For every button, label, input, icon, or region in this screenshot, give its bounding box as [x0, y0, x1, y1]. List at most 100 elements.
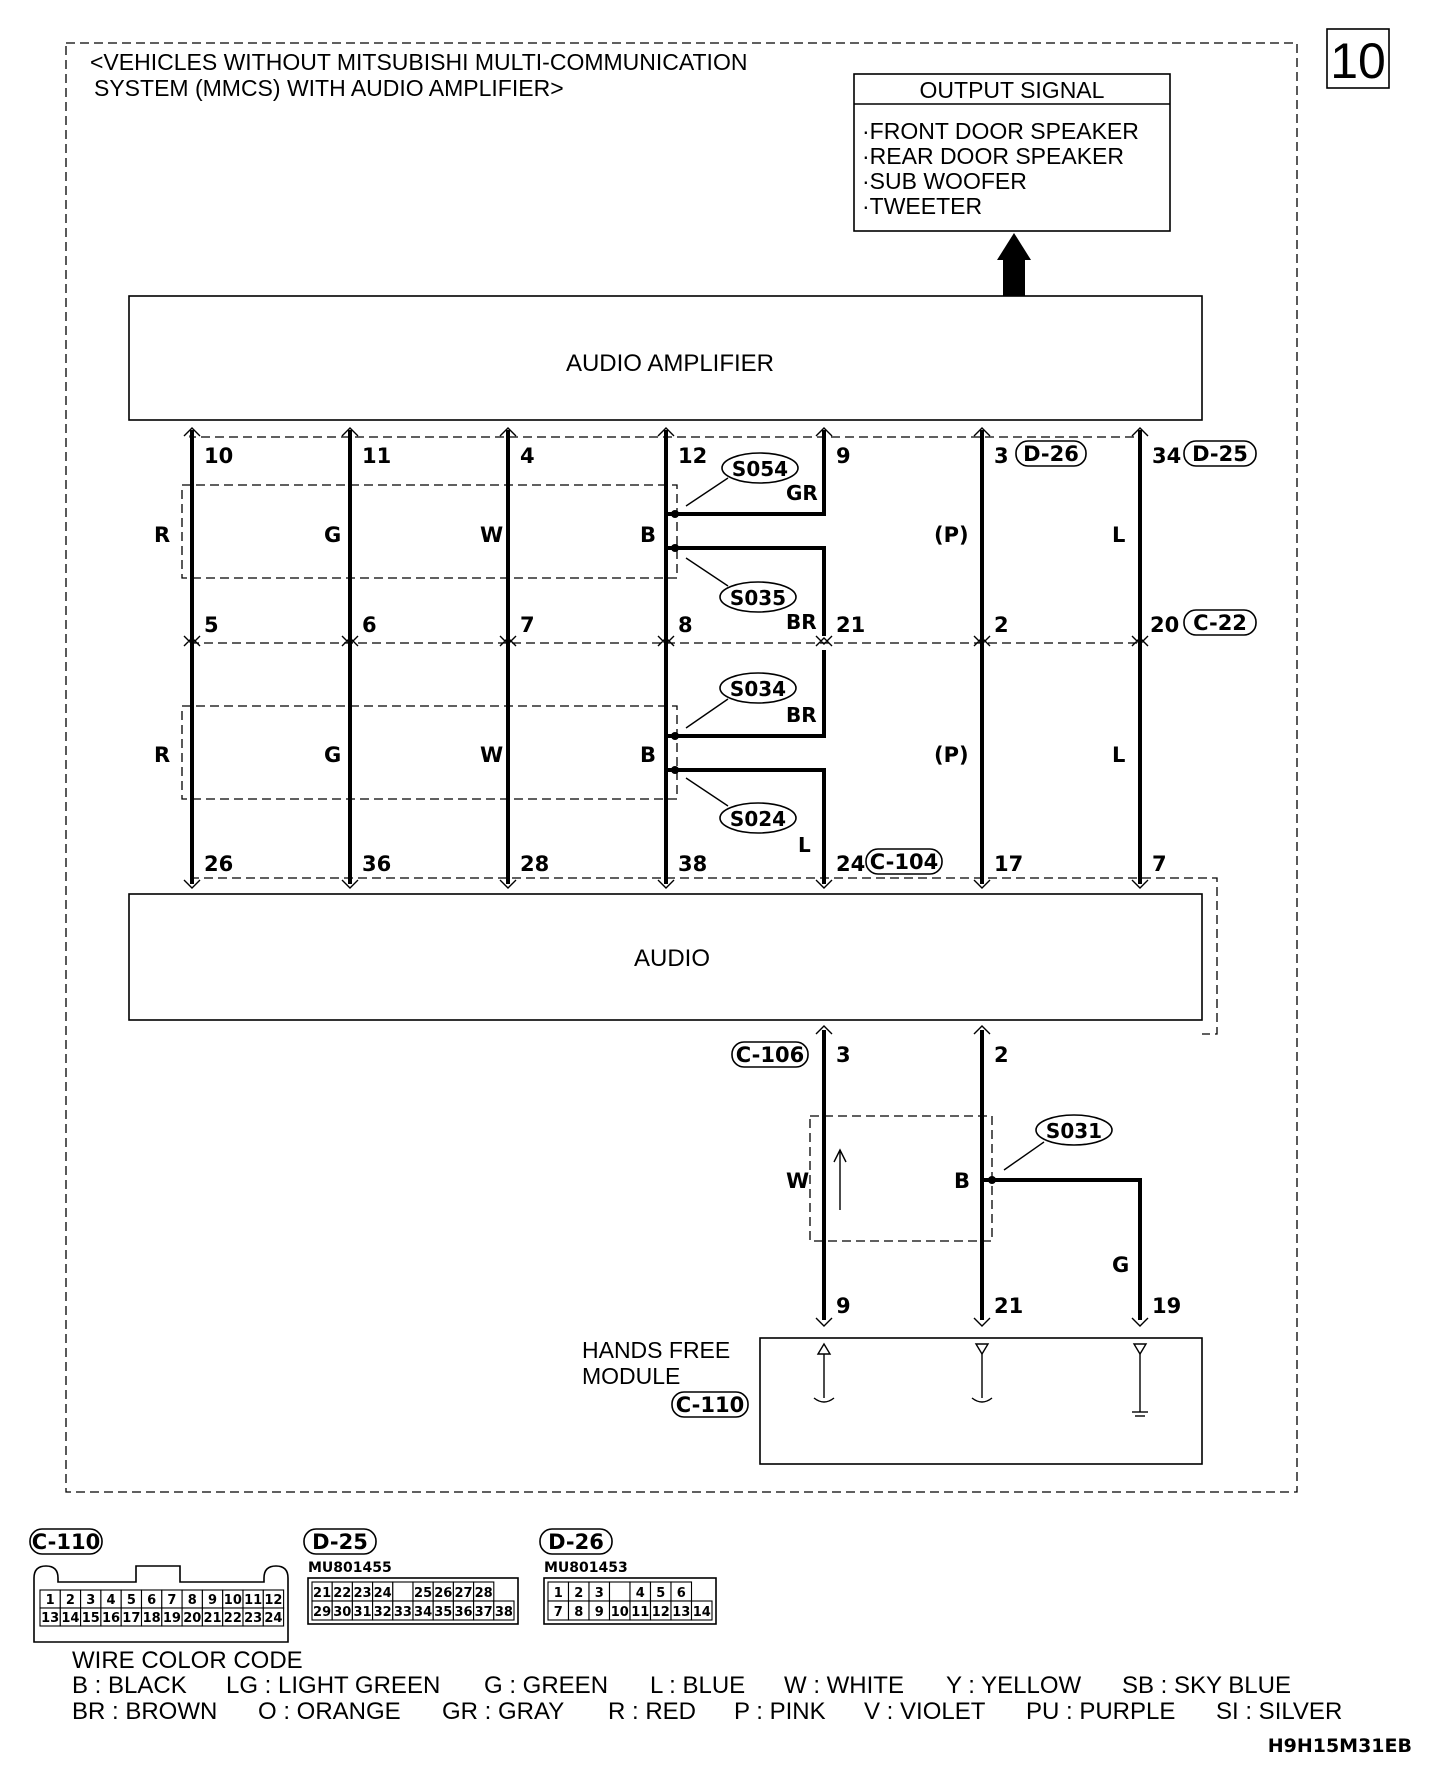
legend-title: WIRE COLOR CODE: [72, 1647, 303, 1674]
svg-text:D-26: D-26: [1023, 442, 1079, 466]
pin-number: 11: [362, 444, 391, 468]
pin-number: 38: [678, 852, 707, 876]
connector-pin-number: 1: [46, 1593, 55, 1608]
legend-entry: L : BLUE: [650, 1672, 745, 1699]
connector-pin-number: 12: [264, 1593, 282, 1608]
connector-pin-number: 26: [434, 1586, 452, 1601]
pin-number: 7: [1152, 852, 1167, 876]
audio-unit-label: AUDIO: [634, 945, 710, 972]
svg-text:S024: S024: [730, 807, 786, 831]
svg-text:BR: BR: [786, 610, 817, 634]
wire-color: W: [480, 743, 503, 767]
legend-entry: B : BLACK: [72, 1672, 187, 1699]
connector-badge-d26: D-26: [1015, 440, 1087, 467]
svg-text:C-110: C-110: [676, 1393, 744, 1417]
connector-pin-number: 3: [86, 1593, 95, 1608]
connector-badge-c104: C-104: [865, 848, 943, 875]
output-arrow-icon: [997, 233, 1031, 296]
connector-pin-number: 22: [224, 1611, 242, 1626]
output-signal-item: ·TWEETER: [862, 193, 982, 219]
pin-number: 2: [994, 613, 1009, 637]
wire-color: R: [154, 523, 170, 547]
connector-pin-number: 23: [353, 1586, 371, 1601]
connector-pin-number: 25: [414, 1586, 432, 1601]
connector-badge-c22: C-22: [1183, 609, 1257, 636]
connector-pin-number: 12: [652, 1605, 670, 1620]
connector-pin-number: 36: [454, 1605, 472, 1620]
pin-number: 6: [362, 613, 377, 637]
amp-connector-outline: [189, 435, 1138, 438]
connector-pin-number: 28: [475, 1586, 493, 1601]
wire-color: L: [1112, 523, 1125, 547]
splice-s035: S035 BR: [685, 557, 817, 634]
svg-text:S031: S031: [1046, 1119, 1102, 1143]
connector-pin-number: 37: [475, 1605, 493, 1620]
connector-badge-c110: C-110: [671, 1391, 749, 1418]
svg-text:D-25: D-25: [312, 1530, 368, 1554]
audio-amplifier-label: AUDIO AMPLIFIER: [566, 350, 774, 377]
mid-pin-labels: 5 6 7 8 21 2 20: [204, 613, 1179, 637]
connector-pin-number: 22: [333, 1586, 351, 1601]
connector-pin-number: 34: [414, 1605, 432, 1620]
svg-text:C-110: C-110: [32, 1530, 100, 1554]
connector-pin-number: 29: [313, 1605, 331, 1620]
wires: [190, 430, 1142, 1320]
legend-entry: Y : YELLOW: [946, 1672, 1082, 1699]
pin-number: 21: [836, 613, 865, 637]
connector-pin-number: 4: [107, 1593, 116, 1608]
connector-cavity: [608, 1581, 631, 1602]
audio-unit-box: [128, 893, 1203, 1021]
connector-pin-number: 30: [333, 1605, 351, 1620]
pin-number: 26: [204, 852, 233, 876]
legend-entry: SB : SKY BLUE: [1122, 1672, 1291, 1699]
connector-pin-number: 14: [693, 1605, 711, 1620]
connector-pin-number: 3: [595, 1586, 604, 1601]
output-signal-item: ·FRONT DOOR SPEAKER: [862, 118, 1139, 144]
connector-pin-number: 9: [595, 1605, 604, 1620]
audio-amplifier-box: [128, 295, 1203, 421]
svg-text:C-104: C-104: [870, 850, 938, 874]
legend-entry: R : RED: [608, 1698, 696, 1725]
legend-entry: GR : GRAY: [442, 1698, 564, 1725]
svg-text:MU801453: MU801453: [544, 1560, 628, 1576]
pin-number: 9: [836, 1294, 851, 1318]
connector-pin-number: 18: [143, 1611, 161, 1626]
wire-color: W: [786, 1169, 809, 1193]
output-signal-header: OUTPUT SIGNAL: [920, 77, 1105, 103]
wire-color: (P): [934, 743, 969, 767]
svg-text:BR: BR: [786, 703, 817, 727]
pin-number: 20: [1150, 613, 1179, 637]
legend-entry: LG : LIGHT GREEN: [226, 1672, 440, 1699]
connector-pin-number: 31: [353, 1605, 371, 1620]
output-signal-item: ·SUB WOOFER: [862, 168, 1027, 194]
figure-code: H9H15M31EB: [1268, 1735, 1412, 1757]
wire-color: (P): [934, 523, 969, 547]
connector-pin-number: 7: [167, 1593, 176, 1608]
wire-color: W: [480, 523, 503, 547]
connector-pin-number: 17: [122, 1611, 140, 1626]
connector-pin-number: 6: [147, 1593, 156, 1608]
output-signal-item: ·REAR DOOR SPEAKER: [862, 143, 1124, 169]
wire-color: R: [154, 743, 170, 767]
splice-s031: S031: [1003, 1114, 1113, 1171]
page-number: 10: [1330, 33, 1386, 89]
connector-pin-number: 21: [204, 1611, 222, 1626]
pin-number: 2: [994, 1043, 1009, 1067]
legend-entry: BR : BROWN: [72, 1698, 217, 1725]
legend-entry: PU : PURPLE: [1026, 1698, 1175, 1725]
connector-pin-number: 11: [244, 1593, 262, 1608]
connector-cavity: [262, 1607, 285, 1627]
connector-pin-number: 11: [631, 1605, 649, 1620]
pin-number: 10: [204, 444, 233, 468]
svg-text:D-25: D-25: [1192, 442, 1248, 466]
svg-text:MU801455: MU801455: [308, 1560, 392, 1576]
page-number-box: 10: [1326, 28, 1390, 89]
wire-color: B: [640, 523, 656, 547]
pin-number: 36: [362, 852, 391, 876]
connector-pin-number: 8: [574, 1605, 583, 1620]
connector-pin-number: 13: [672, 1605, 690, 1620]
svg-text:C-22: C-22: [1193, 611, 1247, 635]
pin-number: 19: [1152, 1294, 1181, 1318]
